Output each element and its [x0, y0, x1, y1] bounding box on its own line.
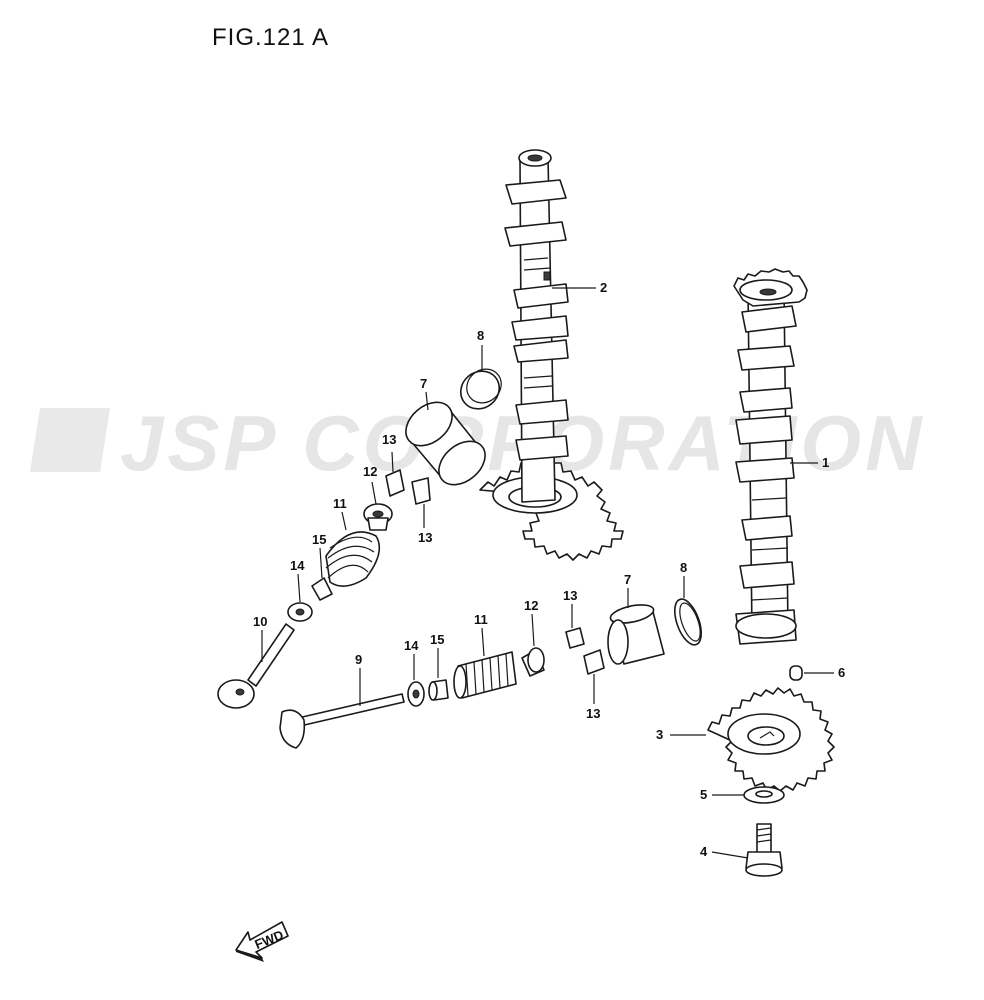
- part-spring-11-lower[interactable]: [453, 651, 517, 699]
- part-washer-5[interactable]: [743, 786, 785, 804]
- callout-9[interactable]: 9: [355, 652, 362, 667]
- callout-1[interactable]: 1: [822, 455, 829, 470]
- callout-2[interactable]: 2: [600, 280, 607, 295]
- callout-13-upper-b[interactable]: 13: [418, 530, 432, 545]
- part-cotter-13-lower-b[interactable]: [583, 649, 605, 675]
- part-valve-9[interactable]: [279, 693, 405, 749]
- callout-11-lower[interactable]: 11: [474, 612, 488, 627]
- callout-12-upper[interactable]: 12: [363, 464, 377, 479]
- fwd-label: FWD: [252, 927, 285, 952]
- callout-13-lower-b[interactable]: 13: [586, 706, 600, 721]
- camshaft-2-pin: [543, 271, 551, 281]
- part-seat-14-upper[interactable]: [287, 602, 313, 622]
- watermark-logo: [30, 408, 110, 472]
- callout-3[interactable]: 3: [656, 727, 663, 742]
- callout-14-upper[interactable]: 14: [290, 558, 305, 573]
- part-seal-15-lower[interactable]: [428, 679, 449, 701]
- part-sprocket-3[interactable]: [707, 687, 835, 792]
- part-dowel-pin-6[interactable]: [789, 665, 803, 681]
- part-seal-15-upper[interactable]: [311, 577, 333, 601]
- part-tappet-7-lower[interactable]: [607, 602, 665, 665]
- part-cotter-13-upper-b[interactable]: [411, 477, 431, 505]
- callout-12-lower[interactable]: 12: [524, 598, 538, 613]
- callout-6[interactable]: 6: [838, 665, 845, 680]
- callout-10[interactable]: 10: [253, 614, 267, 629]
- callout-15-upper[interactable]: 15: [312, 532, 326, 547]
- callout-14-lower[interactable]: 14: [404, 638, 419, 653]
- callout-7-upper[interactable]: 7: [420, 376, 427, 391]
- part-retainer-12-upper[interactable]: [363, 503, 393, 531]
- part-valve-10[interactable]: [217, 623, 295, 709]
- part-camshaft-2[interactable]: [479, 149, 624, 561]
- callout-4[interactable]: 4: [700, 844, 708, 859]
- callout-8-upper[interactable]: 8: [477, 328, 484, 343]
- fwd-arrow-icon: FWD: [235, 921, 289, 962]
- callout-8-lower[interactable]: 8: [680, 560, 687, 575]
- part-cotter-13-upper-a[interactable]: [385, 469, 405, 497]
- part-shim-8-upper[interactable]: [453, 362, 508, 416]
- callout-13-upper-a[interactable]: 13: [382, 432, 396, 447]
- part-tappet-7-upper[interactable]: [398, 393, 494, 493]
- callout-13-lower-a[interactable]: 13: [563, 588, 577, 603]
- part-camshaft-1[interactable]: [733, 268, 808, 645]
- callout-7-lower[interactable]: 7: [624, 572, 631, 587]
- part-retainer-12-lower[interactable]: [521, 647, 545, 677]
- figure-title: FIG.121 A: [212, 24, 330, 51]
- callout-11-upper[interactable]: 11: [333, 496, 347, 511]
- part-shim-8-lower[interactable]: [669, 596, 706, 649]
- part-bolt-4[interactable]: [745, 823, 783, 877]
- callout-5[interactable]: 5: [700, 787, 707, 802]
- part-seat-14-lower[interactable]: [407, 681, 425, 707]
- part-cotter-13-lower-a[interactable]: [565, 627, 585, 649]
- part-spring-11-upper[interactable]: [325, 531, 381, 587]
- callout-15-lower[interactable]: 15: [430, 632, 444, 647]
